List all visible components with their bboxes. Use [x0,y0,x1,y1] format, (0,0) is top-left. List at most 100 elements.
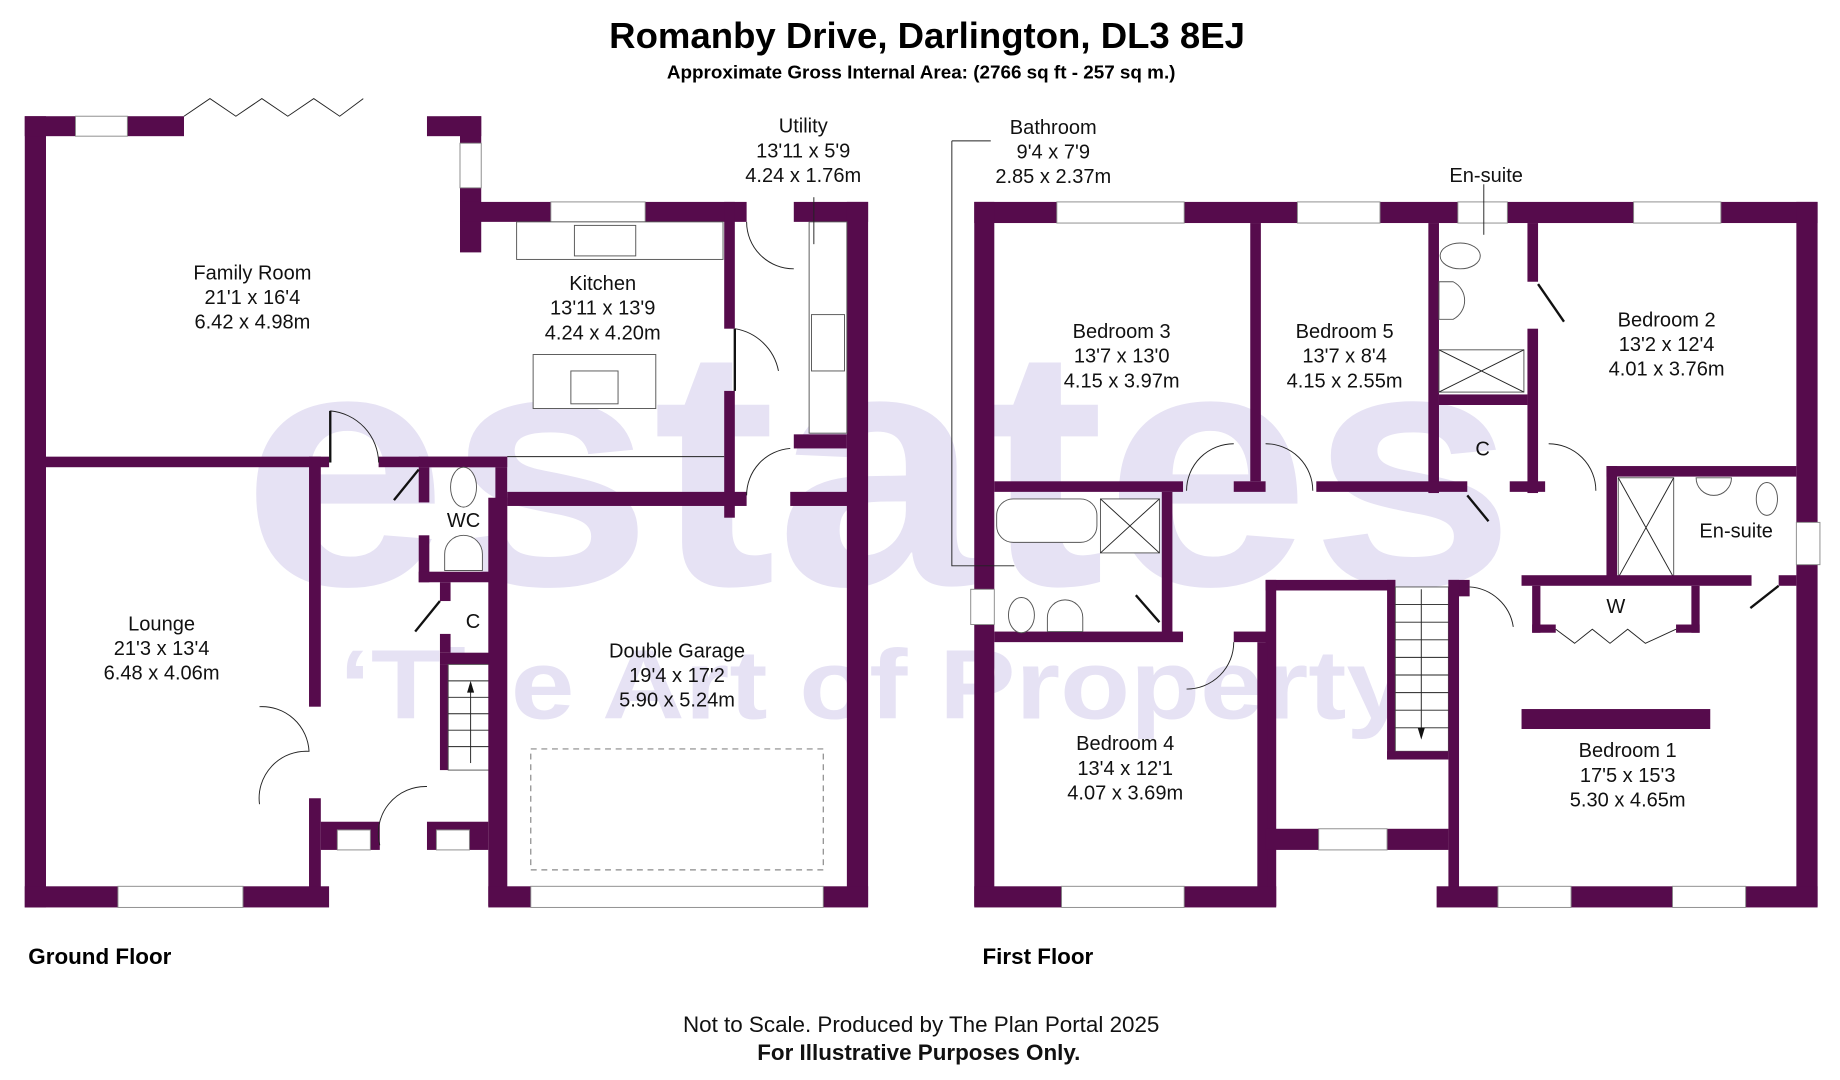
toilet-icon [1755,482,1778,516]
svg-text:2.85 x 2.37m: 2.85 x 2.37m [995,166,1111,188]
first-floor-plan [951,140,1821,908]
wall [1257,642,1268,907]
door [1466,494,1490,522]
door-swing [1548,443,1597,491]
wall [1527,223,1539,282]
svg-text:17'5 x 15'3: 17'5 x 15'3 [1580,765,1676,787]
door-swing [1186,642,1235,690]
wall [1161,491,1173,633]
wall [1509,481,1546,492]
wall [24,116,46,908]
wall [1438,394,1528,405]
wall [1436,886,1818,908]
wall [974,201,995,907]
wall [1448,579,1460,907]
svg-text:Bedroom 3: Bedroom 3 [1073,321,1171,343]
svg-text:4.01 x 3.76m: 4.01 x 3.76m [1609,359,1725,381]
wall [1316,481,1468,492]
window [1633,201,1722,224]
svg-text:5.90 x 5.24m: 5.90 x 5.24m [619,690,735,712]
wall [1265,579,1277,907]
window [550,201,646,223]
window [970,588,995,625]
wall [1428,223,1439,494]
wall [1233,631,1270,643]
wall [1250,223,1261,482]
wall [974,201,1818,224]
window [1497,885,1572,908]
room-label-bedroom-5: Bedroom 5 13'7 x 8'4 4.15 x 2.55m [1287,321,1403,392]
svg-text:4.15 x 3.97m: 4.15 x 3.97m [1064,370,1180,392]
basin-icon [1046,599,1084,633]
door [393,468,420,501]
door [1134,594,1161,623]
room-label-bathroom: Bathroom 9'4 x 7'9 2.85 x 2.37m [995,117,1111,188]
svg-text:4.24 x 4.20m: 4.24 x 4.20m [545,322,661,344]
wardrobe-doors [1555,628,1677,644]
ground-floor-label: Ground Floor [28,944,171,969]
wall [1387,579,1396,760]
window [1672,885,1747,908]
footer-disclaimer: Not to Scale. Produced by The Plan Porta… [683,1012,1159,1037]
basin-icon [444,534,483,571]
wall [439,582,451,602]
room-label-wardrobe: W [1606,596,1625,618]
svg-text:Bedroom 4: Bedroom 4 [1076,733,1174,755]
wall [1778,575,1797,586]
wall [1606,466,1618,578]
svg-text:4.07 x 3.69m: 4.07 x 3.69m [1067,782,1183,804]
window [117,885,244,908]
svg-text:Lounge: Lounge [128,613,195,635]
room-label-bedroom-3: Bedroom 3 13'7 x 13'0 4.15 x 3.97m [1064,321,1180,392]
window [1296,201,1381,224]
wall [724,201,735,329]
svg-text:6.42 x 4.98m: 6.42 x 4.98m [194,312,310,334]
svg-text:5.30 x 4.65m: 5.30 x 4.65m [1570,790,1686,812]
window [336,829,371,851]
car-space [530,748,824,871]
svg-text:13'11 x 13'9: 13'11 x 13'9 [550,298,655,320]
svg-text:13'4 x 12'1: 13'4 x 12'1 [1077,758,1173,780]
svg-text:Bedroom 2: Bedroom 2 [1618,309,1716,331]
wall [418,535,430,583]
watermark-brand: estates [242,277,1516,657]
door-swing [746,447,791,496]
window [1056,201,1185,224]
room-label-utility: Utility 13'11 x 5'9 4.24 x 1.76m [745,116,861,187]
wall [1691,585,1700,633]
front-door-swing [377,786,427,846]
door-swing [734,328,779,372]
svg-text:Family Room: Family Room [193,262,311,284]
door-swing [1469,586,1514,627]
toilet-icon [1439,242,1481,270]
window [459,142,482,189]
bed-headboard [1521,709,1711,729]
window [1795,521,1821,566]
svg-text:13'11 x 5'9: 13'11 x 5'9 [756,140,850,162]
room-label-bedroom-2: Bedroom 2 13'2 x 12'4 4.01 x 3.76m [1609,309,1725,380]
wall [1233,481,1266,492]
svg-text:21'3 x 13'4: 21'3 x 13'4 [114,638,210,660]
door-swing [1186,443,1234,491]
wall [1676,624,1700,633]
wall [994,481,1184,492]
stairs [447,663,496,771]
wall [507,491,747,506]
window [1457,201,1508,224]
stairs [1394,586,1449,752]
wall [994,631,1184,643]
ground-floor-plan [24,98,869,908]
wall [846,201,869,907]
wall [439,633,451,653]
door-swing [746,221,794,270]
svg-text:4.24 x 1.76m: 4.24 x 1.76m [745,165,861,187]
room-label-double-garage: Double Garage 19'4 x 17'2 5.90 x 5.24m [609,640,745,711]
bifold-doors [183,98,364,117]
svg-text:19'4 x 17'2: 19'4 x 17'2 [629,665,725,687]
wall [1521,575,1752,586]
wall [439,652,496,665]
wall [1265,579,1396,591]
svg-text:13'2 x 12'4: 13'2 x 12'4 [1619,334,1715,356]
door-swing [1265,443,1314,491]
utility-sink-icon [811,314,845,372]
